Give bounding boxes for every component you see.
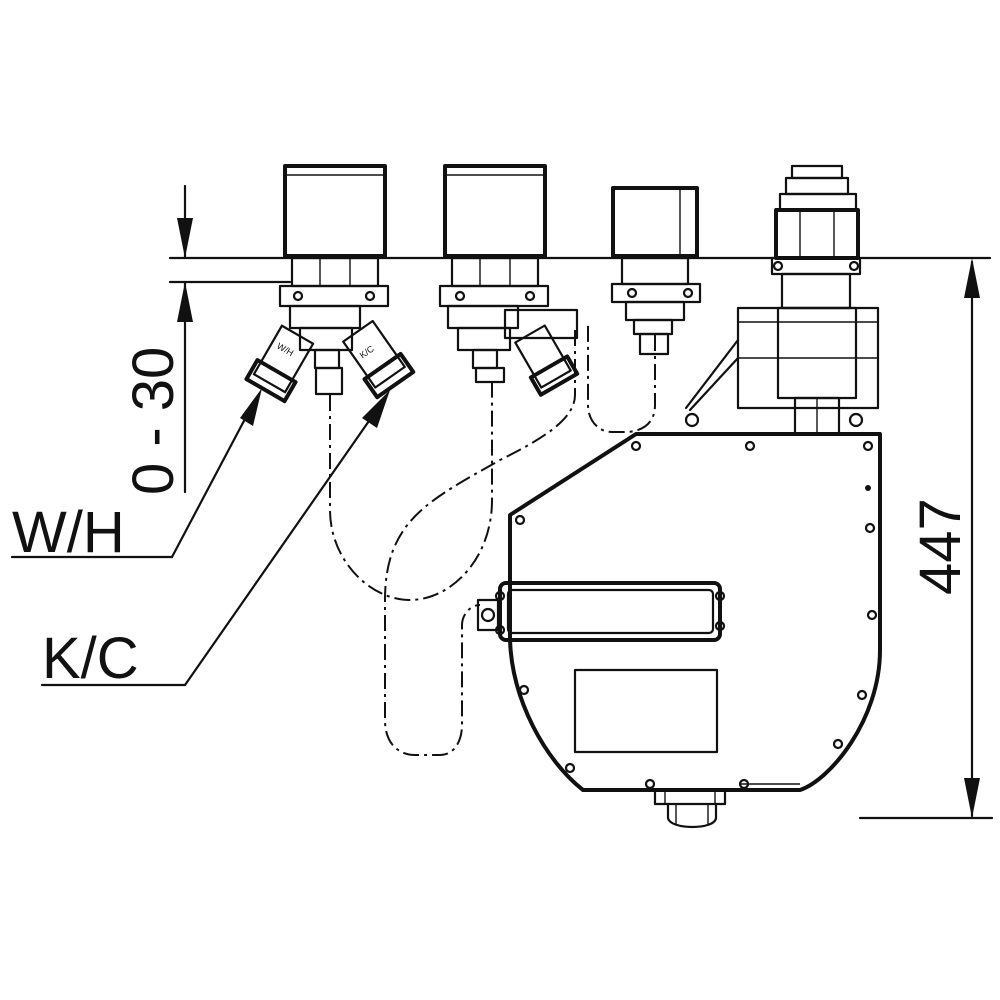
arrow-head-top — [177, 218, 193, 258]
adapter-tag-left: W/H — [275, 341, 295, 358]
wh-label: W/H — [12, 500, 125, 565]
kc-arrow-head — [362, 390, 390, 428]
height-dimension — [858, 258, 994, 820]
wh-arrow-head — [240, 388, 262, 426]
stroke-range-label: 0 - 30 — [121, 347, 186, 495]
tool-1: W/H K/C — [244, 164, 416, 404]
kc-label: K/C — [42, 626, 139, 691]
tool-2 — [438, 164, 580, 397]
tool-4 — [684, 164, 880, 436]
tool-3 — [610, 186, 702, 356]
height-dimension-label: 447 — [908, 498, 973, 595]
leaders — [10, 388, 390, 687]
arrow-head-bottom — [177, 282, 193, 322]
adapter-tag-right: K/C — [358, 343, 376, 360]
main-body — [476, 432, 882, 828]
cable-routes — [329, 325, 656, 756]
